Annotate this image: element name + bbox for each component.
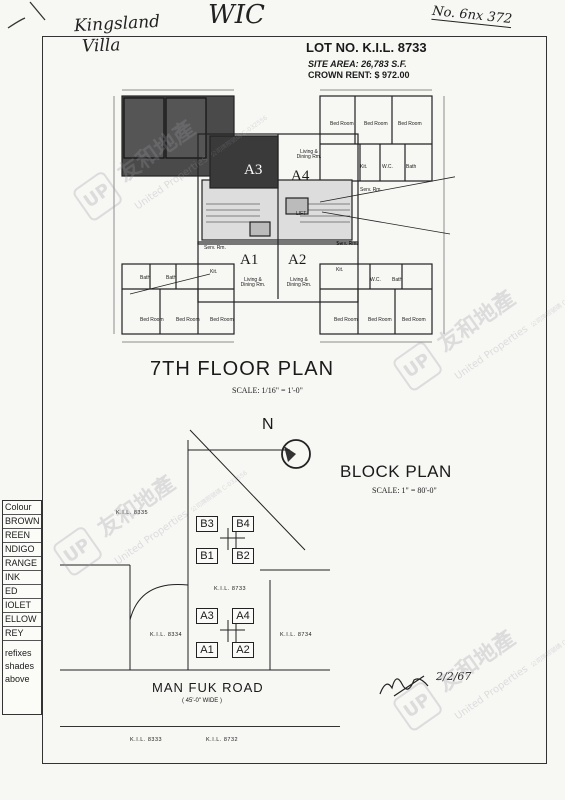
legend-item: Colour xyxy=(3,501,41,515)
room-label-lift: LIFT xyxy=(296,211,307,217)
block-a1: A1 xyxy=(196,642,218,658)
room-label-bed-7: Bed Room xyxy=(334,317,358,323)
legend-item: REY xyxy=(3,627,41,641)
floor-plan-drawing xyxy=(113,89,455,343)
block-plan-scale: SCALE: 1" = 80'-0" xyxy=(372,486,437,495)
legend-item: ED xyxy=(3,585,41,599)
block-b2: B2 xyxy=(232,548,254,564)
room-label-living-a2: Living & Dining Rm. xyxy=(286,277,312,288)
signature xyxy=(379,675,429,697)
lot-label-center: K.I.L. 8733 xyxy=(214,586,247,592)
room-label-bath-a1: Bath xyxy=(140,275,151,281)
road-name: MAN FUK ROAD xyxy=(152,680,264,695)
handwritten-top-mark: WIC xyxy=(208,0,265,30)
block-a3: A3 xyxy=(196,608,218,624)
room-label-bath-a2: Bath xyxy=(392,277,403,283)
legend-item: IOLET xyxy=(3,599,41,613)
drawing-sheet xyxy=(42,36,547,764)
room-label-living-upper: Living & Dining Rm. xyxy=(296,149,322,160)
road-width: ( 45'-0" WIDE ) xyxy=(182,698,222,704)
room-label-bed-1: Bed Room xyxy=(330,121,354,127)
site-area: SITE AREA: 26,783 S.F. xyxy=(308,59,407,69)
floor-plan-scale: SCALE: 1/16" = 1'-0" xyxy=(232,386,303,395)
floor-plan-title: 7TH FLOOR PLAN xyxy=(150,358,335,380)
unit-a2-label: A2 xyxy=(288,252,307,268)
room-label-bed-5: Bed Room xyxy=(176,317,200,323)
watermark-license: 公司牌照號碼 C-032556 xyxy=(529,624,565,669)
room-label-kit-upper: Kit. xyxy=(360,164,368,170)
unit-a3-label: A3 xyxy=(244,162,263,178)
handwritten-ref-number: No. 6nx 372 xyxy=(431,3,513,29)
lot-label-bottom-right: K.I.L. 8732 xyxy=(206,737,239,743)
lot-label-right: K.I.L. 8734 xyxy=(280,632,313,638)
colour-legend: Colour BROWN REEN NDIGO RANGE INK ED IOL… xyxy=(2,500,42,715)
room-label-bed-4: Bed Room xyxy=(140,317,164,323)
room-label-bath-upper: Bath xyxy=(406,164,417,170)
legend-item: above xyxy=(5,674,30,684)
room-label-kit-a1: Kit. xyxy=(210,269,218,275)
lot-number: LOT NO. K.I.L. 8733 xyxy=(306,40,427,55)
unit-a1-label: A1 xyxy=(240,252,259,268)
legend-item: BROWN xyxy=(3,515,41,529)
block-plan-drawing xyxy=(60,429,330,671)
north-label: N xyxy=(262,416,274,433)
room-label-bed-8: Bed Room xyxy=(368,317,392,323)
room-label-bed-9: Bed Room xyxy=(402,317,426,323)
lot-label-top-left: K.I.L. 8335 xyxy=(116,510,149,516)
legend-item: NDIGO xyxy=(3,543,41,557)
block-b3: B3 xyxy=(196,516,218,532)
room-label-serv-a1: Serv. Rm. xyxy=(204,245,226,251)
room-label-wc-upper: W.C. xyxy=(382,164,393,170)
lot-label-bottom-left: K.I.L. 8333 xyxy=(130,737,163,743)
handwritten-name-line1: Kingsland xyxy=(73,11,161,37)
legend-item: shades xyxy=(5,661,35,671)
room-label-living-a1: Living & Dining Rm. xyxy=(240,277,266,288)
room-label-bath-a1b: Bath xyxy=(166,275,177,281)
legend-item: REEN xyxy=(3,529,41,543)
crown-rent: CROWN RENT: $ 972.00 xyxy=(308,70,410,80)
legend-item: ELLOW xyxy=(3,613,41,627)
corner-scribble xyxy=(7,1,46,29)
lot-label-left: K.I.L. 8334 xyxy=(150,632,183,638)
road-bottom-line xyxy=(60,726,340,727)
room-label-serv-a2: Serv. Rm. xyxy=(336,241,358,247)
legend-item: RANGE xyxy=(3,557,41,571)
block-b4: B4 xyxy=(232,516,254,532)
watermark-license: 公司牌照號碼 C-032556 xyxy=(529,284,565,329)
room-label-serv-upper: Serv. Rm. xyxy=(360,187,382,193)
room-label-bed-6: Bed Room xyxy=(210,317,234,323)
room-label-bed-3: Bed Room xyxy=(398,121,422,127)
room-label-bed-2: Bed Room xyxy=(364,121,388,127)
block-plan-title: BLOCK PLAN xyxy=(340,462,452,481)
unit-a4-label: A4 xyxy=(291,168,310,184)
legend-item: INK xyxy=(3,571,41,585)
signature-date: 2/2/67 xyxy=(436,670,472,683)
room-label-wc-a2: W.C. xyxy=(370,277,381,283)
block-b1: B1 xyxy=(196,548,218,564)
block-a2: A2 xyxy=(232,642,254,658)
room-label-kit-a2: Kit. xyxy=(336,267,344,273)
block-a4: A4 xyxy=(232,608,254,624)
legend-item: refixes xyxy=(5,648,32,658)
